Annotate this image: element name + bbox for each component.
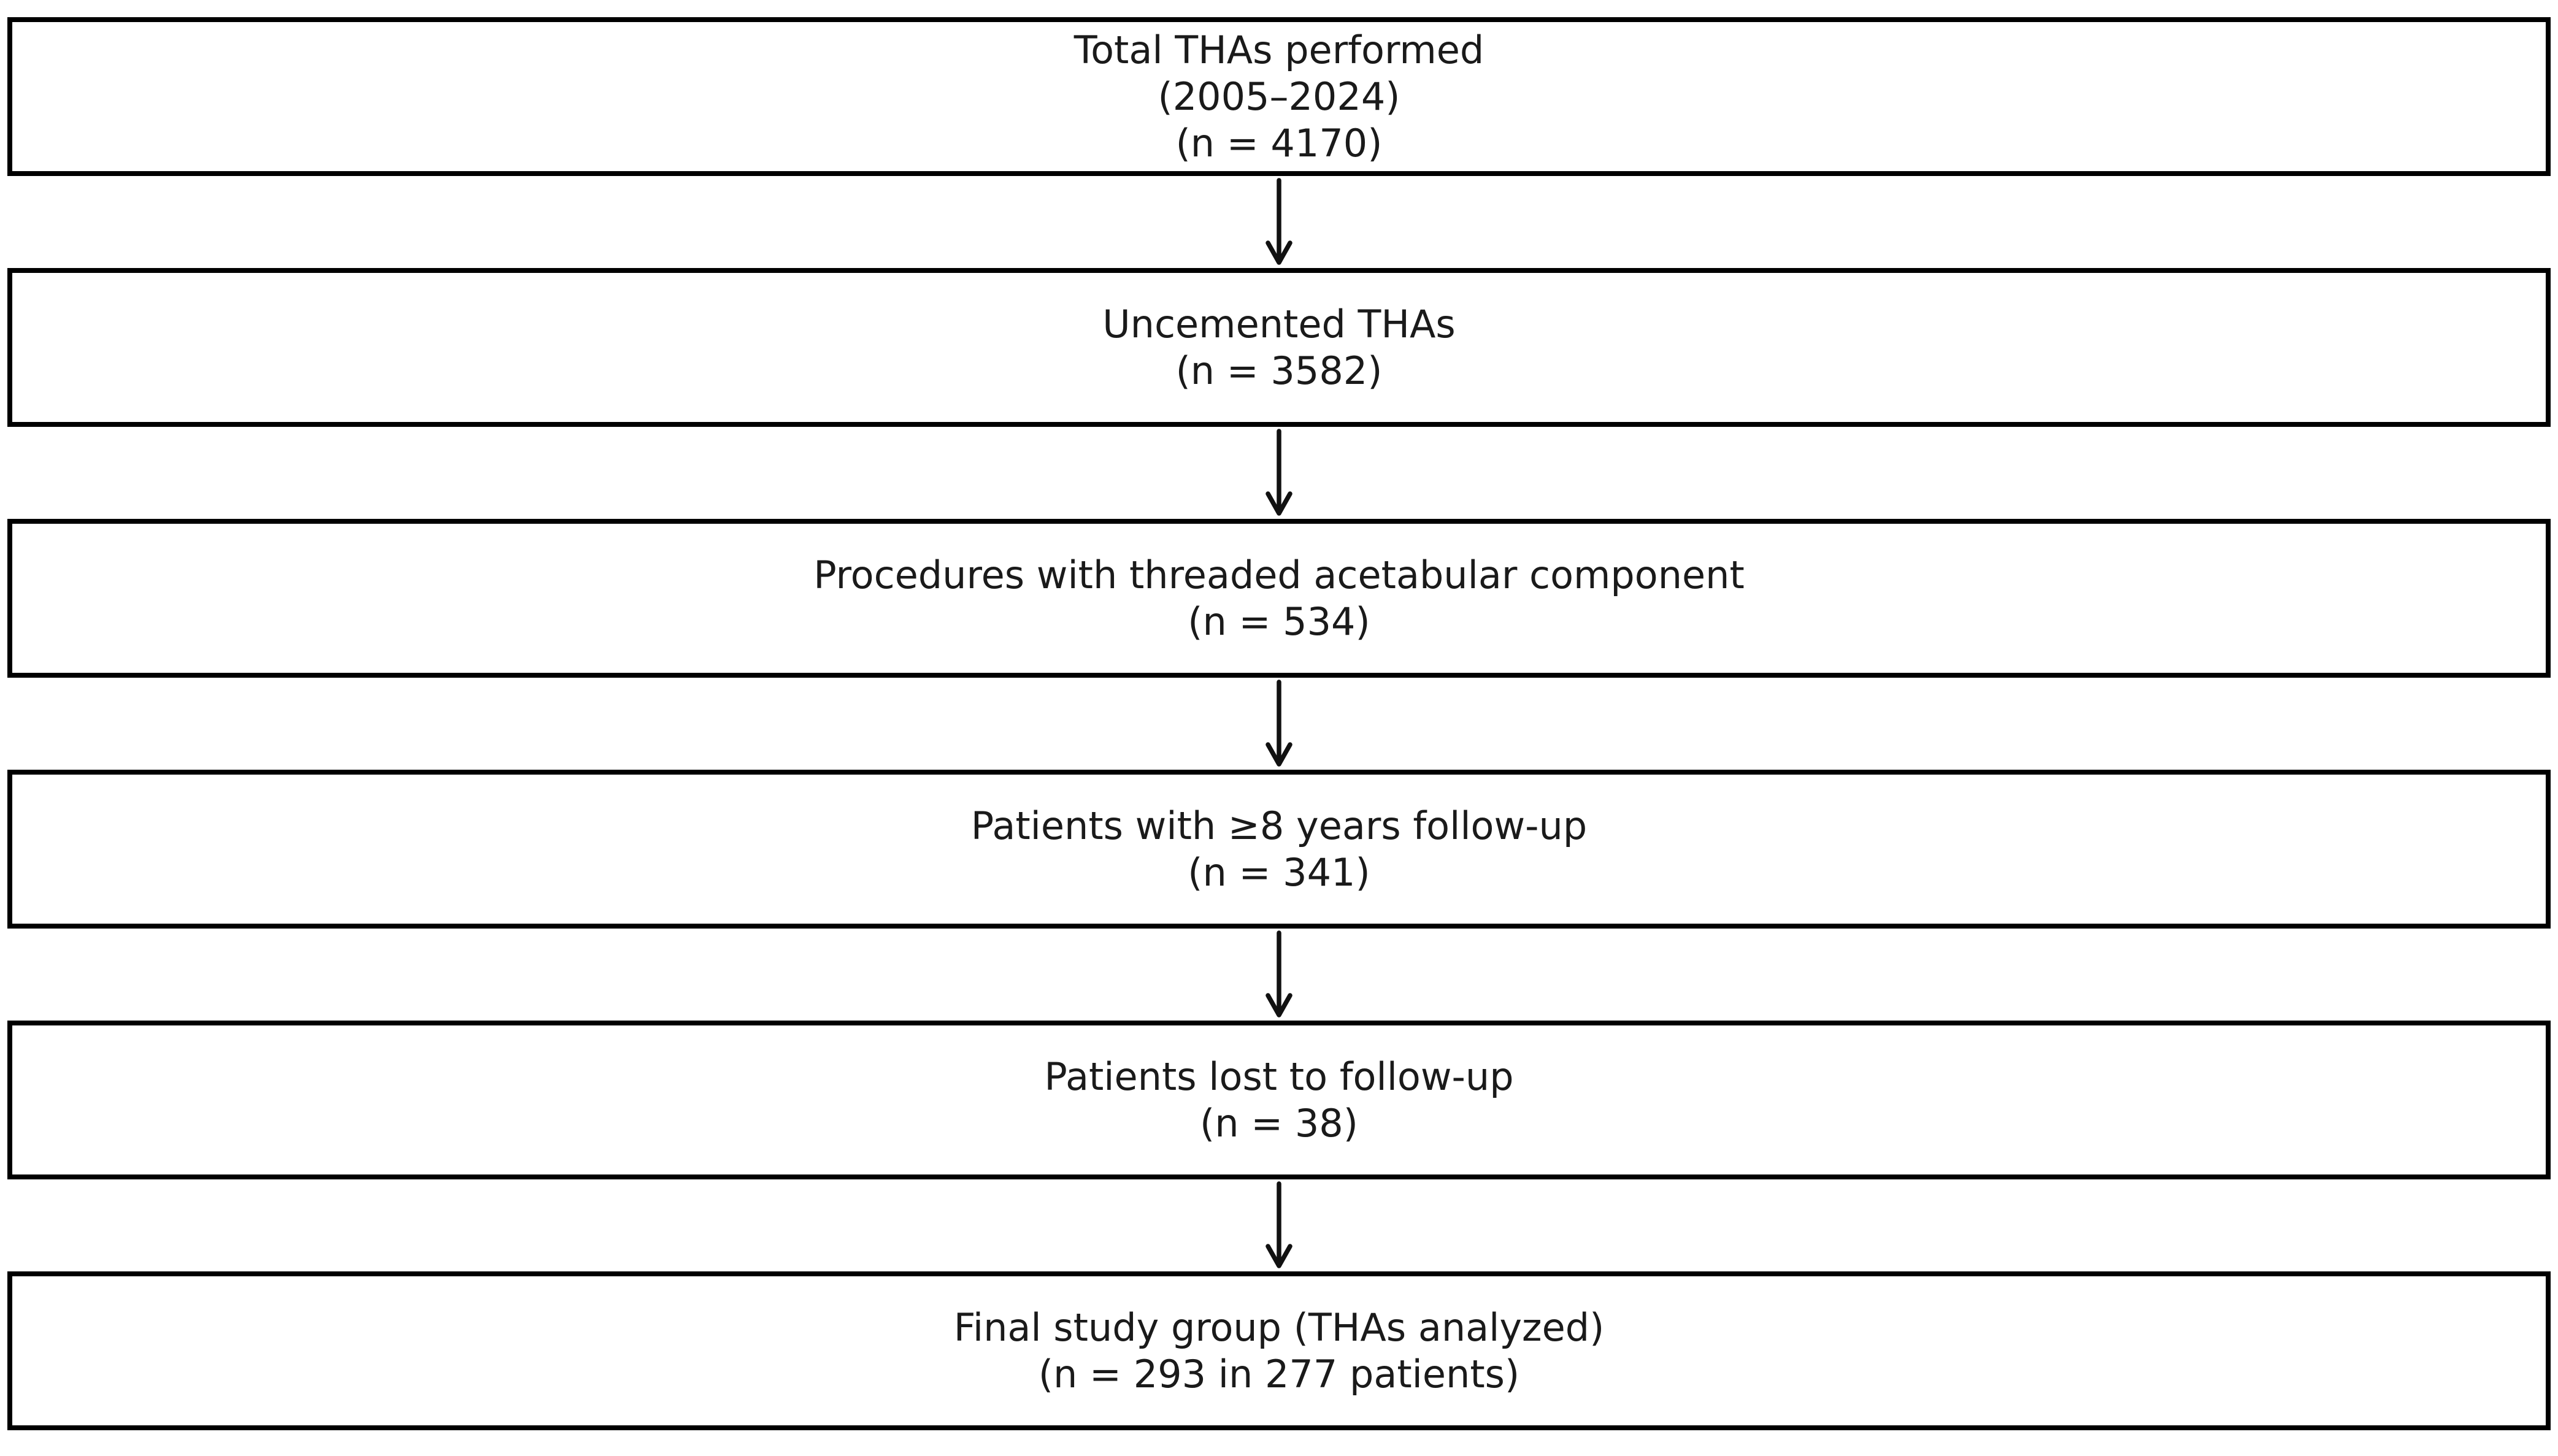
flow-step-threaded-acetabular-component: Procedures with threaded acetabular comp… — [7, 519, 2551, 678]
arrow-down-icon — [1266, 1181, 1292, 1268]
step-title: Uncemented THAs — [1102, 301, 1456, 347]
flow-step-text: Patients lost to follow-up (n = 38) — [1044, 1054, 1513, 1147]
flow-connector-4 — [7, 929, 2551, 1021]
flow-step-text: Procedures with threaded acetabular comp… — [813, 552, 1745, 645]
flow-step-final-study-group: Final study group (THAs analyzed) (n = 2… — [7, 1271, 2551, 1430]
flow-step-text: Total THAs performed (2005–2024) (n = 41… — [1074, 27, 1484, 167]
arrow-down-icon — [1266, 178, 1292, 265]
step-period: (2005–2024) — [1158, 74, 1400, 119]
step-title: Patients with ≥8 years follow-up — [970, 803, 1588, 848]
step-count: (n = 4170) — [1175, 120, 1383, 166]
flow-connector-5 — [7, 1179, 2551, 1271]
step-count: (n = 3582) — [1175, 348, 1383, 393]
flow-step-lost-to-followup: Patients lost to follow-up (n = 38) — [7, 1021, 2551, 1179]
step-title: Final study group (THAs analyzed) — [953, 1305, 1605, 1350]
arrow-down-icon — [1266, 930, 1292, 1017]
arrow-down-icon — [1266, 680, 1292, 767]
step-title: Patients lost to follow-up — [1044, 1054, 1514, 1099]
flow-step-total-thas: Total THAs performed (2005–2024) (n = 41… — [7, 17, 2551, 176]
step-count: (n = 341) — [1188, 849, 1370, 895]
arrow-down-icon — [1266, 429, 1292, 516]
flow-connector-1 — [7, 176, 2551, 268]
flow-step-uncemented-thas: Uncemented THAs (n = 3582) — [7, 268, 2551, 427]
flow-step-text: Final study group (THAs analyzed) (n = 2… — [954, 1305, 1605, 1398]
flow-step-followup-8-years: Patients with ≥8 years follow-up (n = 34… — [7, 770, 2551, 929]
step-title: Procedures with threaded acetabular comp… — [813, 552, 1745, 597]
step-count: (n = 293 in 277 patients) — [1038, 1351, 1520, 1397]
step-count: (n = 38) — [1200, 1100, 1358, 1146]
flow-connector-3 — [7, 678, 2551, 770]
flow-step-text: Uncemented THAs (n = 3582) — [1102, 301, 1455, 394]
flow-step-text: Patients with ≥8 years follow-up (n = 34… — [971, 803, 1587, 896]
flow-connector-2 — [7, 427, 2551, 519]
step-count: (n = 534) — [1188, 599, 1370, 644]
step-title: Total THAs performed — [1074, 27, 1484, 72]
